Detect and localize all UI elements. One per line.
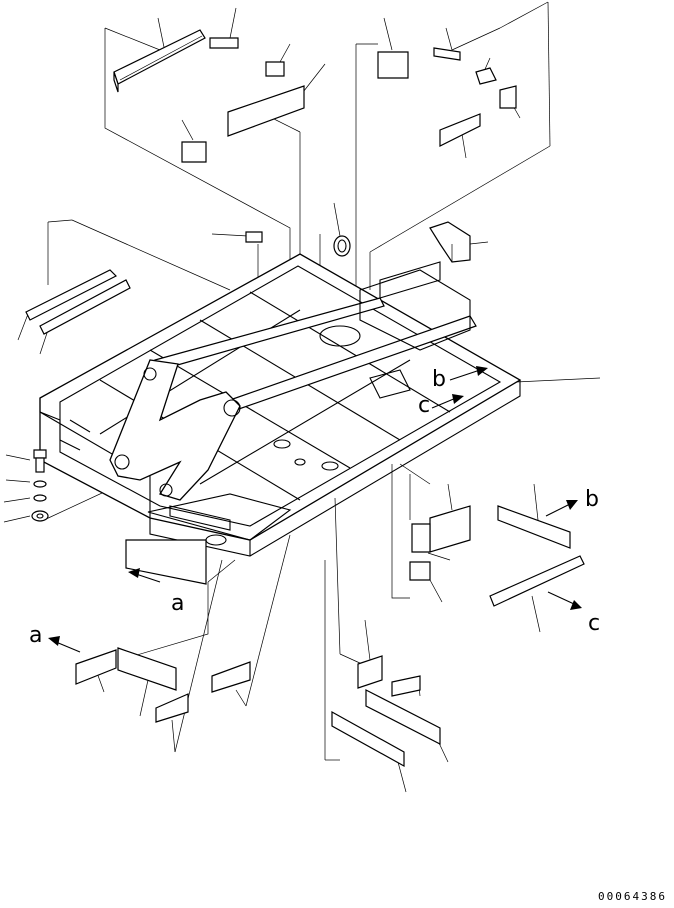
drawing-number: 00064386 [598,890,667,903]
top-parts [25,29,517,335]
lower-parts [75,505,585,768]
callout-a-bottom: a [171,591,184,616]
callout-a-left: a [29,623,42,648]
arrows [48,366,582,653]
callout-c-frame: c [418,393,430,418]
callout-b-right: b [585,487,599,512]
callout-c-right: c [588,611,600,636]
main-frame [39,253,522,557]
bolt-set [31,449,49,522]
callout-b-frame: b [432,367,446,392]
